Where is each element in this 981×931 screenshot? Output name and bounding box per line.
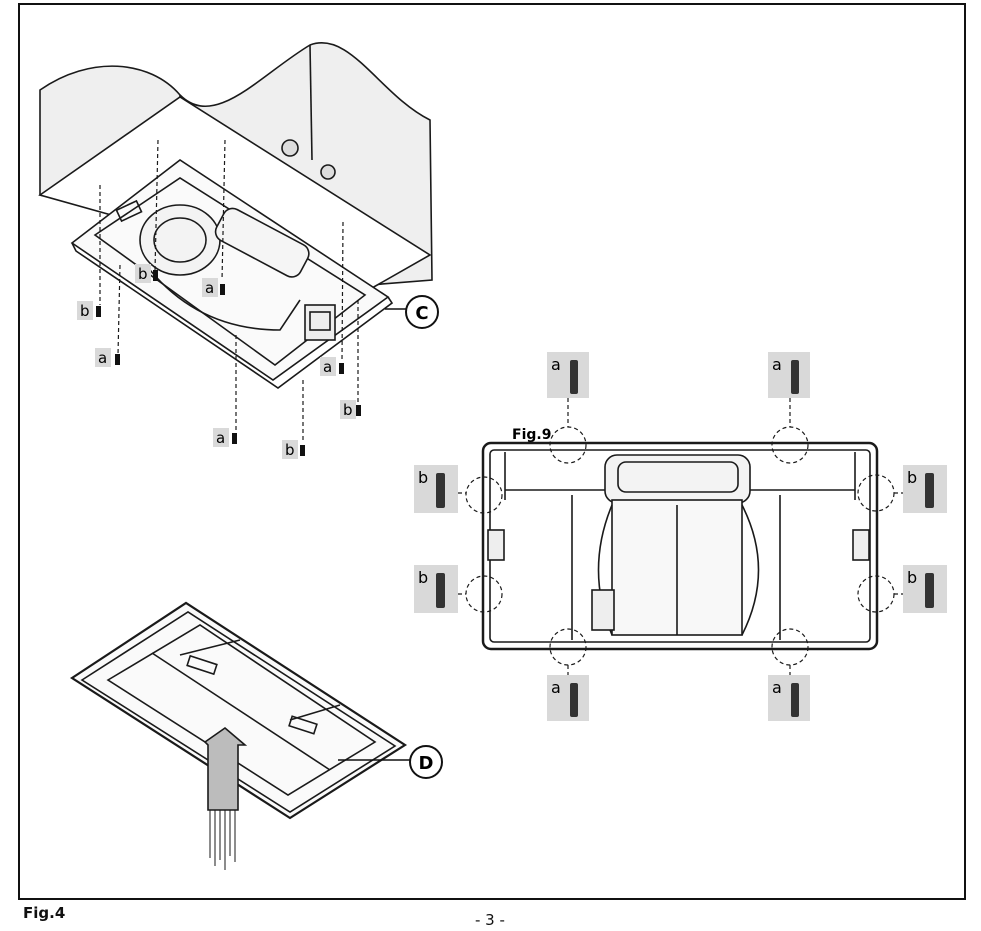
svg-text:C: C (415, 303, 428, 324)
svg-text:b: b (418, 468, 428, 487)
screw-b-2: b (135, 264, 158, 283)
fig9-screw-b-right-upper: b (903, 465, 947, 513)
svg-text:b: b (907, 568, 917, 587)
filter-panel-illustration (69, 601, 408, 870)
fig9-screw-a-bottom-left: a (547, 675, 589, 721)
fig9-screw-b-right-lower: b (903, 565, 947, 613)
svg-text:b: b (907, 468, 917, 487)
fig9-screw-a-top-left: a (547, 352, 589, 398)
screw-b-3: b (340, 400, 361, 419)
fig9-caption: Fig.9 (512, 427, 551, 443)
screw-a-2: a (95, 348, 120, 367)
screw-b-1: b (77, 301, 101, 320)
svg-text:a: a (205, 279, 214, 297)
page-number: - 3 - (475, 911, 505, 929)
page-frame (18, 3, 966, 900)
svg-text:a: a (772, 355, 782, 374)
svg-text:b: b (343, 401, 353, 419)
callout-d: D (338, 745, 443, 779)
svg-text:a: a (323, 358, 332, 376)
screw-a-4: a (213, 428, 237, 447)
fig9-screw-b-left-lower: b (414, 565, 458, 613)
callout-c: C (385, 295, 439, 329)
fig9-top-view (458, 398, 903, 680)
svg-text:b: b (418, 568, 428, 587)
screw-b-4: b (282, 440, 305, 459)
svg-text:a: a (551, 355, 561, 374)
svg-text:b: b (80, 302, 90, 320)
fig9-screw-b-left-upper: b (414, 465, 458, 513)
svg-text:a: a (216, 429, 225, 447)
fig9-screw-a-top-right: a (768, 352, 810, 398)
hood-screw-markers: b b a a a b a b (77, 264, 361, 459)
screw-a-3: a (320, 357, 344, 376)
svg-text:a: a (772, 678, 782, 697)
svg-text:a: a (98, 349, 107, 367)
figure-caption: Fig.4 (23, 904, 66, 922)
svg-text:b: b (138, 265, 148, 283)
svg-text:D: D (419, 753, 434, 774)
fig9-screw-markers: a a b b b b a a (414, 352, 947, 721)
svg-text:b: b (285, 441, 295, 459)
hood-cabinet-illustration (38, 42, 433, 442)
screw-a-1: a (202, 278, 225, 297)
fig9-screw-a-bottom-right: a (768, 675, 810, 721)
svg-text:a: a (551, 678, 561, 697)
